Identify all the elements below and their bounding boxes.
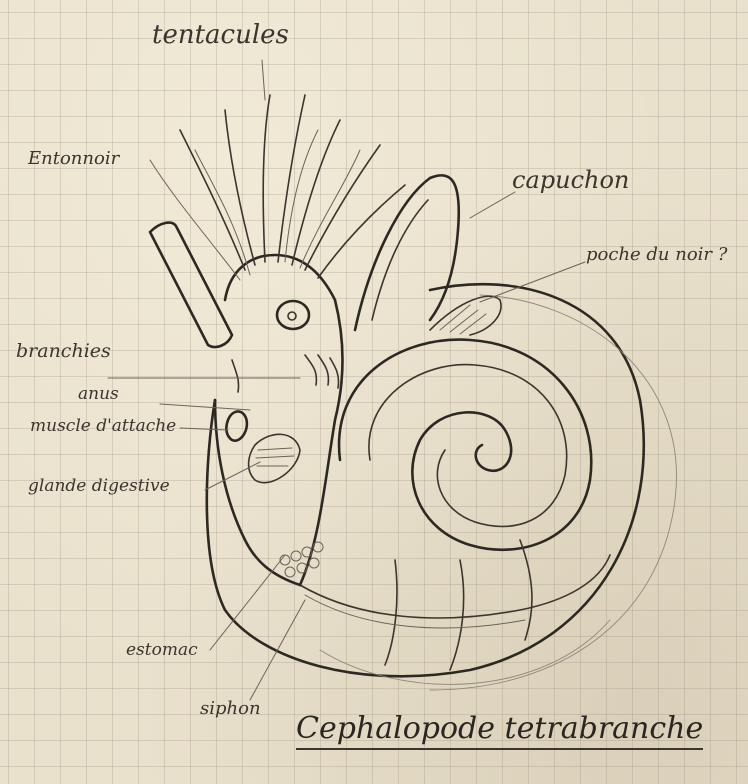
label-digestive-gland: glande digestive [28, 478, 170, 495]
gills [232, 360, 239, 392]
siphuncle [305, 595, 525, 628]
shell-spiral-inner [369, 365, 567, 527]
label-hood: capuchon [512, 168, 629, 192]
label-tentacles: tentacules [152, 22, 289, 48]
label-ink-sac: poche du noir ? [586, 246, 727, 264]
label-attachment-muscle: muscle d'attache [30, 418, 176, 435]
shell-septum [520, 540, 532, 640]
shell-septum [450, 560, 464, 670]
drawing-title: Cephalopode tetrabranche [296, 714, 703, 750]
ink-sac-hatch [440, 305, 486, 334]
shell-septum [385, 560, 397, 665]
eye-pupil [288, 312, 296, 320]
stomach-cluster [280, 542, 323, 577]
hood [355, 175, 459, 330]
label-stomach: estomac [126, 642, 198, 659]
muscle [226, 411, 247, 440]
label-anus: anus [78, 386, 119, 403]
leader-lines [108, 60, 585, 700]
digestive-gland-hatch [256, 448, 294, 466]
hood-inner [372, 200, 428, 320]
siphuncle [300, 555, 610, 618]
body-outline [215, 400, 300, 585]
label-funnel: Entonnoir [28, 150, 119, 168]
gills [305, 355, 339, 388]
eye [277, 301, 309, 329]
label-siphon: siphon [200, 700, 261, 718]
funnel [150, 223, 232, 347]
label-gills: branchies [16, 342, 111, 361]
